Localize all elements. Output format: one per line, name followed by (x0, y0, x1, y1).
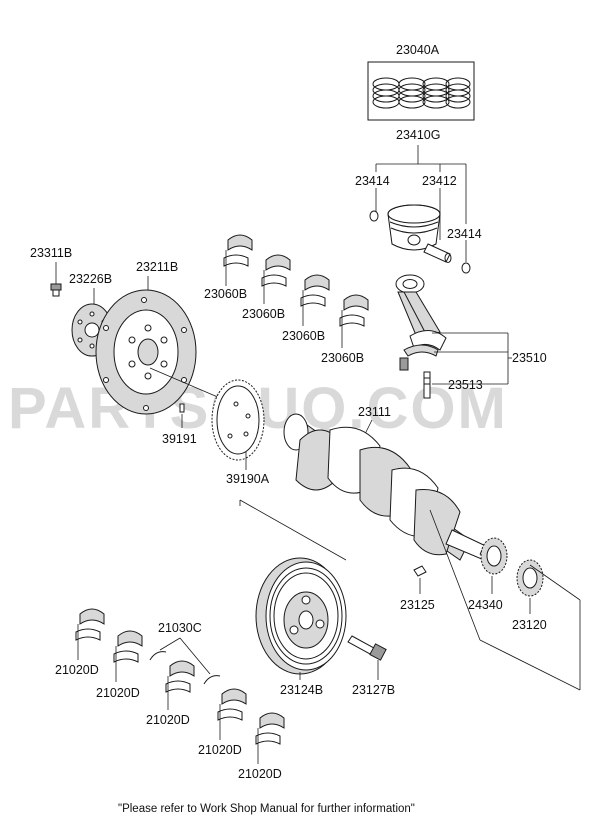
conrod-bearing-4[interactable] (339, 294, 369, 327)
label-23414-left[interactable]: 23414 (355, 174, 390, 188)
label-23410G[interactable]: 23410G (396, 128, 440, 142)
label-21020D-4[interactable]: 21020D (198, 743, 242, 757)
crankshaft-sprocket[interactable] (516, 559, 544, 597)
piston-pin[interactable] (423, 243, 452, 263)
conrod-bolt[interactable] (423, 371, 431, 399)
piston-pin-clip-right[interactable] (461, 262, 471, 274)
label-23060B-1[interactable]: 23060B (204, 287, 247, 301)
label-23060B-2[interactable]: 23060B (242, 307, 285, 321)
conrod-bearing-1[interactable] (223, 234, 253, 267)
label-23125[interactable]: 23125 (400, 598, 435, 612)
conrod-bearing-3[interactable] (300, 274, 330, 307)
pulley-bolt[interactable] (347, 635, 387, 661)
label-23124B[interactable]: 23124B (280, 683, 323, 697)
pulley-reference-lines (239, 499, 347, 561)
main-bearing-1[interactable] (75, 608, 105, 641)
label-23127B[interactable]: 23127B (352, 683, 395, 697)
crankshaft[interactable] (283, 413, 506, 565)
label-23060B-4[interactable]: 23060B (321, 351, 364, 365)
conrod-callout-lines (432, 332, 512, 385)
label-39191[interactable]: 39191 (162, 432, 197, 446)
piston[interactable] (387, 204, 441, 251)
thrust-washer-left[interactable] (149, 651, 167, 661)
label-21030C[interactable]: 21030C (158, 621, 202, 635)
dowel-pin[interactable] (179, 403, 185, 413)
label-23513[interactable]: 23513 (448, 378, 483, 392)
damper-pulley[interactable] (255, 557, 347, 675)
label-23311B[interactable]: 23311B (30, 246, 72, 260)
label-23211B[interactable]: 23211B (136, 260, 178, 274)
piston-pin-clip-left[interactable] (369, 210, 379, 222)
flywheel-reinforcement-plate[interactable] (71, 303, 113, 357)
label-23412[interactable]: 23412 (422, 174, 457, 188)
label-24340[interactable]: 24340 (468, 598, 503, 612)
piston-ring-set[interactable] (367, 61, 475, 121)
ring-gear[interactable] (211, 379, 265, 461)
label-23226B[interactable]: 23226B (69, 272, 112, 286)
flexplate[interactable] (95, 289, 197, 415)
main-bearing-5[interactable] (255, 712, 285, 745)
label-39190A[interactable]: 39190A (226, 472, 270, 486)
thrust-washer-right[interactable] (203, 675, 221, 685)
thrust-washer-lines (159, 637, 211, 675)
label-23060B-3[interactable]: 23060B (282, 329, 325, 343)
connecting-rod[interactable] (395, 274, 447, 371)
piston-callout-lines (375, 145, 467, 262)
main-bearing-4[interactable] (217, 688, 247, 721)
label-21020D-5[interactable]: 21020D (238, 767, 282, 781)
label-23111[interactable]: 23111 (358, 405, 391, 419)
label-21020D-2[interactable]: 21020D (96, 686, 140, 700)
oil-pump-sprocket[interactable] (480, 537, 508, 575)
conrod-bearing-2[interactable] (261, 254, 291, 287)
footer-note: "Please refer to Work Shop Manual for fu… (118, 803, 415, 815)
label-23414-right[interactable]: 23414 (447, 227, 482, 241)
sprocket-reference-lines (429, 509, 581, 691)
label-23040A[interactable]: 23040A (396, 43, 440, 57)
label-21020D-1[interactable]: 21020D (55, 663, 99, 677)
main-bearing-3[interactable] (165, 660, 195, 693)
main-bearing-2[interactable] (113, 630, 143, 663)
woodruff-key[interactable] (413, 565, 427, 577)
flywheel-bolt[interactable] (50, 283, 62, 297)
label-21020D-3[interactable]: 21020D (146, 713, 190, 727)
label-23120[interactable]: 23120 (512, 618, 547, 632)
label-23510[interactable]: 23510 (512, 351, 547, 365)
